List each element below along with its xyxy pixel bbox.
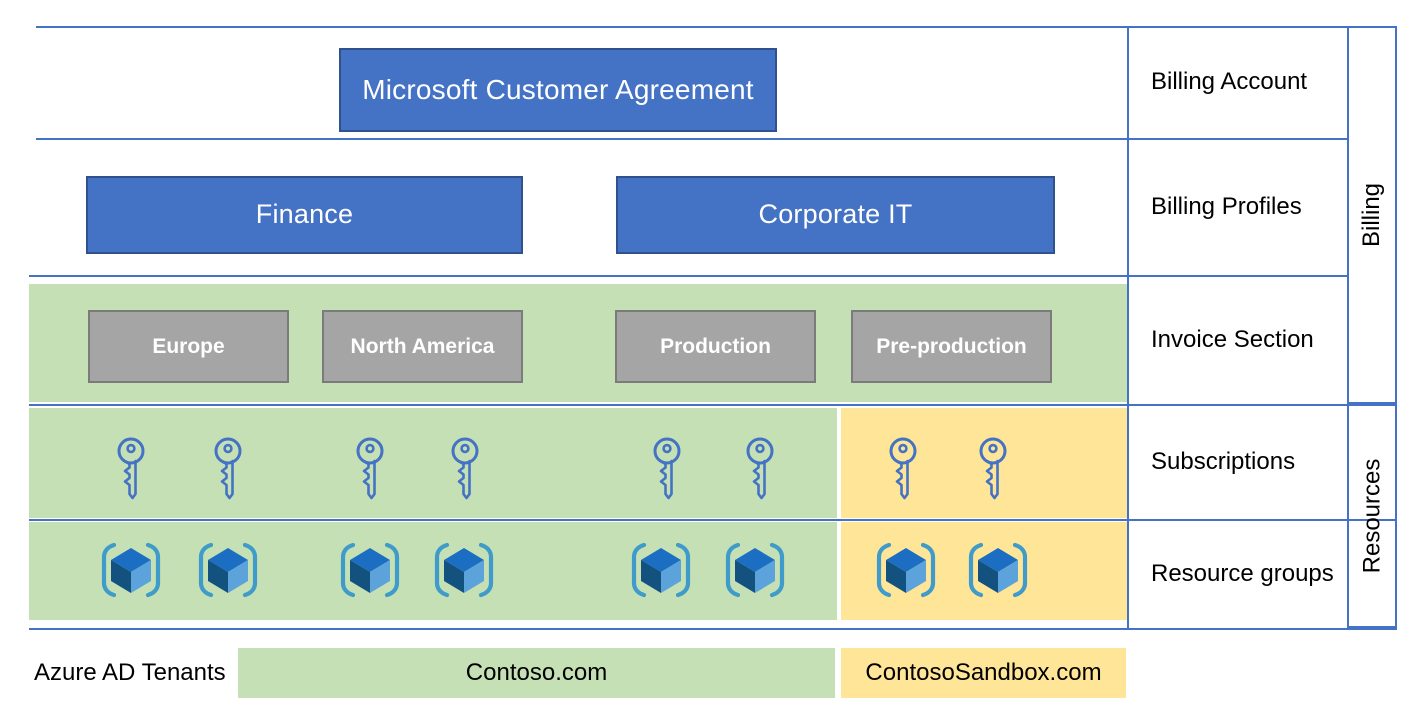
rule-below-billing-account: [36, 138, 1347, 140]
subscription-key-icon-3[interactable]: [353, 436, 387, 500]
billing-profile-box-finance[interactable]: Finance: [86, 176, 523, 254]
row-label-billing-profiles: Billing Profiles: [1151, 192, 1302, 220]
tenant-chip-contososandbox-label: ContosoSandbox.com: [865, 659, 1102, 686]
tenant-chip-contoso[interactable]: Contoso.com: [238, 648, 835, 698]
invoice-section-label-north-america: North America: [350, 334, 495, 358]
subscription-key-icon-6[interactable]: [743, 436, 777, 500]
scope-band-contoso-subscriptions: [29, 408, 837, 518]
tenant-chip-contoso-label: Contoso.com: [465, 659, 608, 686]
rule-below-resource-groups: [29, 628, 1397, 630]
billing-account-box[interactable]: Microsoft Customer Agreement: [339, 48, 777, 132]
subscription-key-icon-5[interactable]: [650, 436, 684, 500]
subscription-key-icon-1[interactable]: [114, 436, 148, 500]
billing-profile-box-corporate-it[interactable]: Corporate IT: [616, 176, 1055, 254]
resource-group-cube-icon-6[interactable]: [722, 540, 788, 600]
billing-profile-label-finance: Finance: [255, 199, 354, 230]
resource-group-cube-icon-5[interactable]: [628, 540, 694, 600]
invoice-section-label-europe: Europe: [152, 334, 225, 358]
scope-band-contoso-resource-groups: [29, 522, 837, 620]
rule-below-invoice-section: [29, 404, 1347, 406]
resource-group-cube-icon-3[interactable]: [337, 540, 403, 600]
subscription-key-icon-4[interactable]: [448, 436, 482, 500]
row-label-billing-account: Billing Account: [1151, 68, 1308, 95]
tenant-chip-contososandbox[interactable]: ContosoSandbox.com: [841, 648, 1126, 698]
invoice-section-box-production[interactable]: Production: [615, 310, 816, 383]
scope-band-sandbox-subscriptions: [841, 408, 1127, 518]
row-label-invoice-section: Invoice Section: [1151, 325, 1314, 353]
subscription-key-icon-8[interactable]: [976, 436, 1010, 500]
resource-group-cube-icon-7[interactable]: [873, 540, 939, 600]
invoice-section-label-production: Production: [660, 334, 771, 358]
resource-group-cube-icon-8[interactable]: [965, 540, 1031, 600]
vrule-label-column-left: [1127, 26, 1129, 628]
row-label-subscriptions: Subscriptions: [1151, 447, 1296, 475]
subscription-key-icon-7[interactable]: [886, 436, 920, 500]
resource-group-cube-icon-4[interactable]: [431, 540, 497, 600]
row-label-resource-groups: Resource groups: [1151, 559, 1334, 587]
tenants-row-label: Azure AD Tenants: [34, 659, 226, 686]
group-label-resources: Resources: [1347, 404, 1397, 628]
group-label-billing: Billing: [1347, 26, 1397, 404]
billing-account-box-label: Microsoft Customer Agreement: [362, 73, 754, 105]
invoice-section-label-pre-production: Pre-production: [876, 334, 1027, 358]
rule-top: [36, 26, 1347, 28]
invoice-section-box-europe[interactable]: Europe: [88, 310, 289, 383]
resource-group-cube-icon-2[interactable]: [195, 540, 261, 600]
resource-group-cube-icon-1[interactable]: [98, 540, 164, 600]
rule-below-billing-profiles: [29, 275, 1347, 277]
invoice-section-box-pre-production[interactable]: Pre-production: [851, 310, 1052, 383]
rule-below-subscriptions: [29, 519, 1397, 521]
invoice-section-box-north-america[interactable]: North America: [322, 310, 523, 383]
subscription-key-icon-2[interactable]: [211, 436, 245, 500]
billing-profile-label-corporate-it: Corporate IT: [758, 199, 913, 230]
